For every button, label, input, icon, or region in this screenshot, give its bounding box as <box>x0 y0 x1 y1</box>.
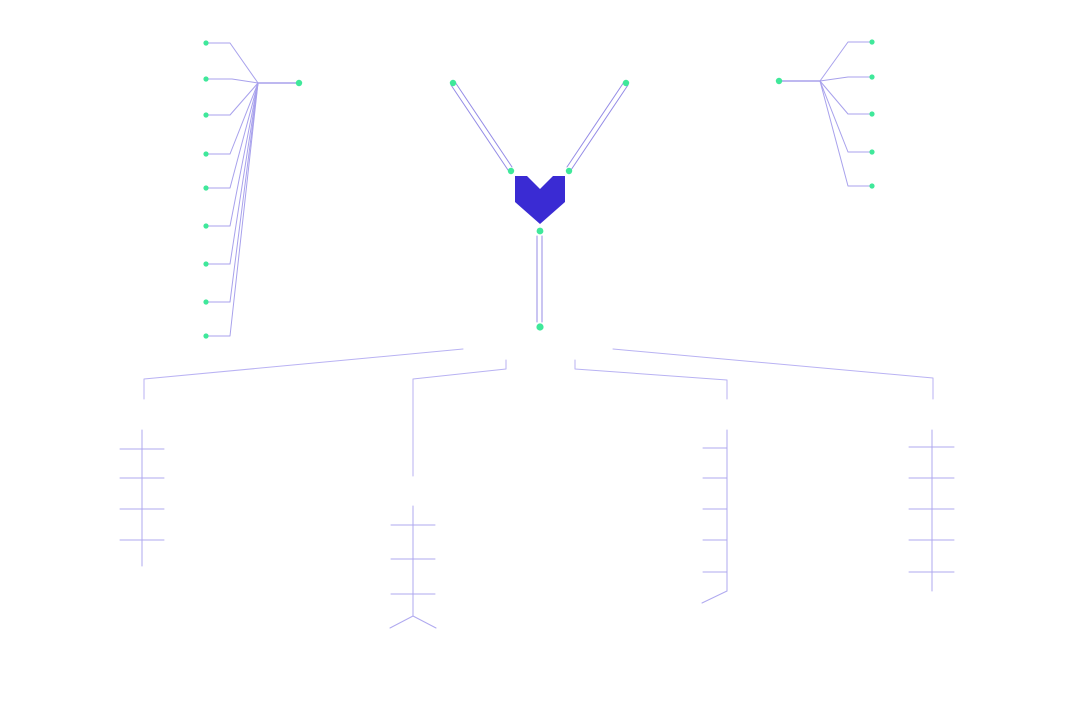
node[interactable] <box>869 111 875 117</box>
link <box>574 359 728 400</box>
node[interactable] <box>203 299 209 305</box>
node[interactable] <box>869 74 875 80</box>
node[interactable] <box>869 39 875 45</box>
link <box>205 82 259 116</box>
tree-bottom-2 <box>389 505 437 629</box>
tree-bottom-4 <box>908 429 955 592</box>
link <box>454 81 513 168</box>
node[interactable] <box>869 149 875 155</box>
link <box>612 348 934 400</box>
node[interactable] <box>203 185 209 191</box>
tree-bottom-3 <box>701 429 728 604</box>
node[interactable] <box>536 323 544 331</box>
link <box>205 42 259 84</box>
link <box>412 359 507 477</box>
link <box>205 82 259 227</box>
link <box>819 76 873 82</box>
node[interactable] <box>622 79 630 87</box>
link <box>819 41 873 82</box>
node[interactable] <box>203 112 209 118</box>
node[interactable] <box>295 79 303 87</box>
node[interactable] <box>869 183 875 189</box>
node[interactable] <box>203 151 209 157</box>
node[interactable] <box>536 227 544 235</box>
node[interactable] <box>203 40 209 46</box>
link <box>205 82 259 155</box>
node[interactable] <box>203 261 209 267</box>
center-nodes <box>449 79 630 331</box>
link <box>701 590 728 604</box>
tree-bottom-1 <box>119 429 165 567</box>
node[interactable] <box>203 223 209 229</box>
node[interactable] <box>565 167 573 175</box>
cluster-top-left <box>205 42 300 337</box>
node[interactable] <box>203 76 209 82</box>
lower-connectors <box>143 348 934 477</box>
link <box>205 82 259 189</box>
cluster-top-left-nodes <box>203 40 303 339</box>
node[interactable] <box>507 167 515 175</box>
link <box>143 348 464 400</box>
cluster-top-right-nodes <box>775 39 875 189</box>
link <box>819 80 873 153</box>
node[interactable] <box>775 77 783 85</box>
cluster-top-right <box>778 41 873 187</box>
link <box>450 84 509 171</box>
link <box>205 82 259 265</box>
node[interactable] <box>203 333 209 339</box>
link <box>205 82 259 303</box>
link <box>205 82 259 337</box>
link <box>570 84 629 171</box>
link <box>819 80 873 115</box>
link <box>389 615 437 629</box>
center-links <box>450 81 629 323</box>
node[interactable] <box>449 79 457 87</box>
link <box>566 81 625 168</box>
link <box>819 80 873 187</box>
heart-chevron-icon[interactable] <box>515 176 565 224</box>
link <box>205 78 259 84</box>
